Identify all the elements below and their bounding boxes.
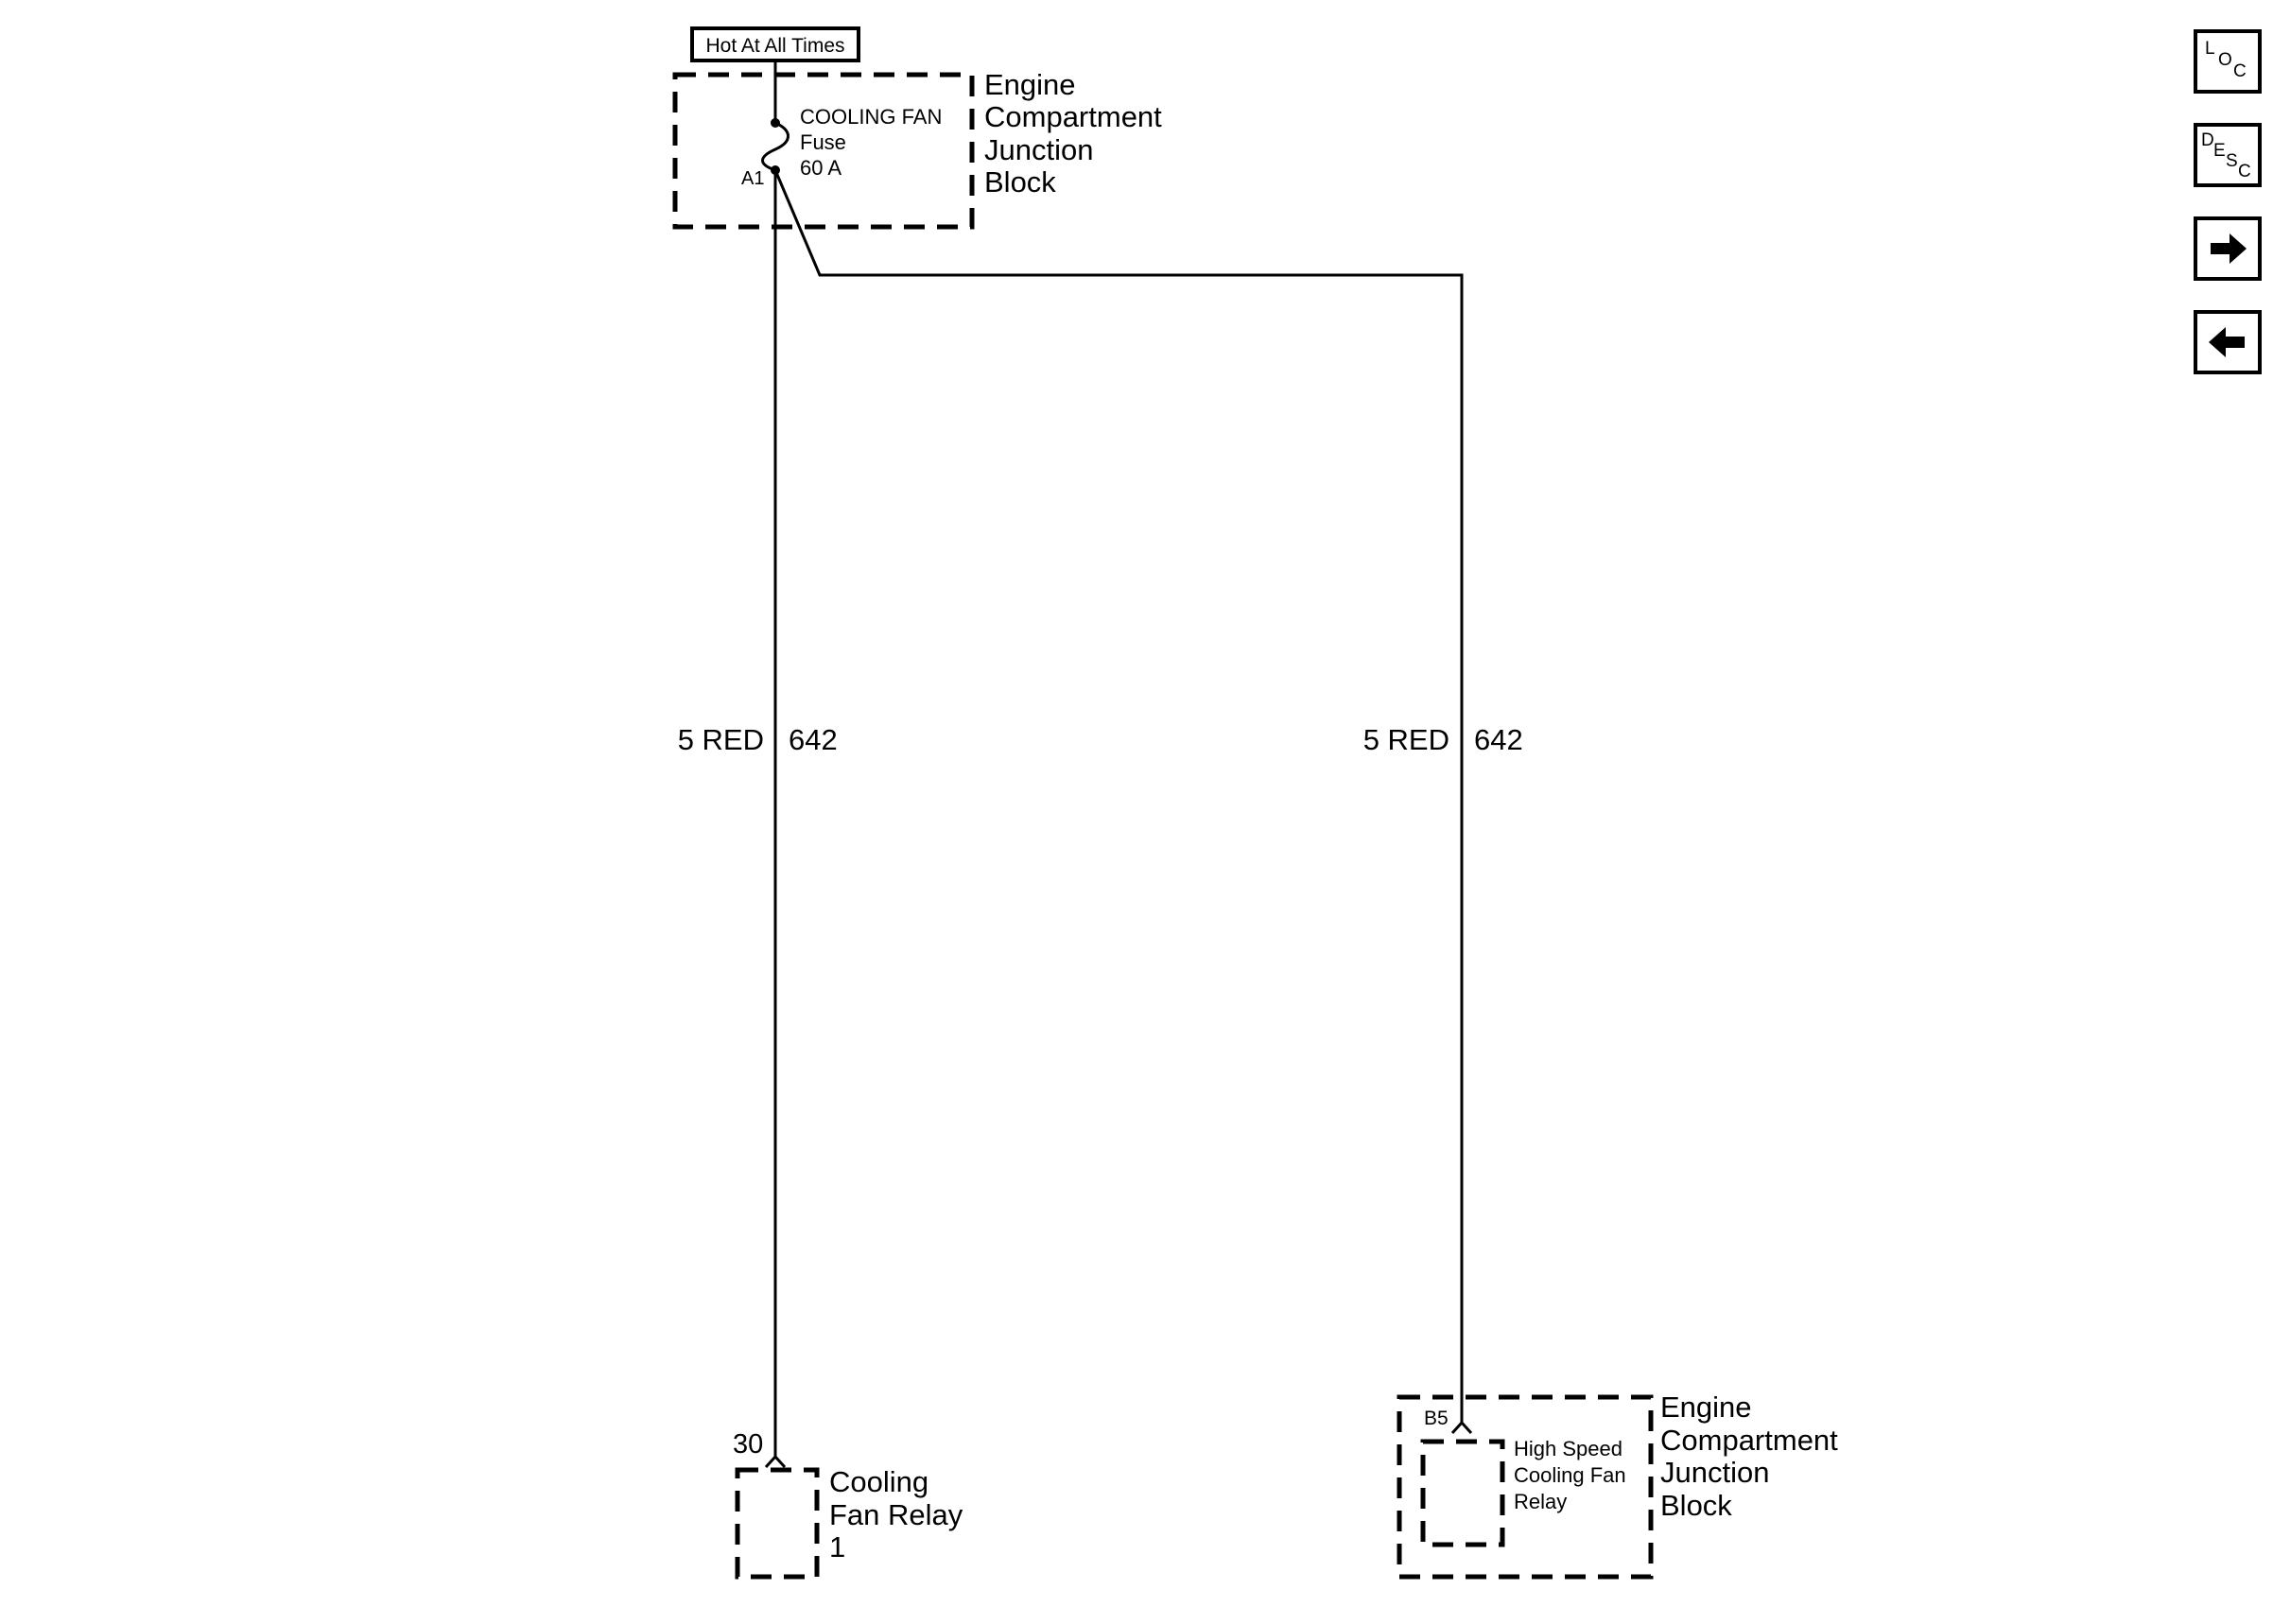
high-speed-relay-junction-block: B5 High Speed Cooling Fan Relay Engine C… — [1397, 1391, 1838, 1580]
circuit-left-number: 642 — [789, 723, 838, 756]
desc-letter-e: E — [2213, 141, 2226, 161]
hs-block-label-line-2: Compartment — [1660, 1424, 1838, 1457]
fuse-rating: 60 A — [800, 156, 842, 180]
desc-letter-d: D — [2201, 130, 2214, 150]
connector-pin-icon — [764, 1454, 787, 1469]
hs-block-label-line-4: Block — [1660, 1489, 1732, 1522]
fuse-word: Fuse — [800, 130, 846, 154]
hot-at-all-times-label: Hot At All Times — [690, 26, 860, 62]
hs-relay-inner-label-line-2: Cooling Fan — [1514, 1463, 1626, 1487]
fuse-name: COOLING FAN — [800, 105, 942, 129]
next-button[interactable] — [2194, 216, 2262, 281]
fuse-block-label-line-1: Engine — [984, 68, 1076, 101]
relay-1-label-line-3: 1 — [829, 1530, 845, 1564]
hs-junction-block-outline — [1397, 1394, 1654, 1580]
loc-letter-o: O — [2218, 50, 2232, 70]
relay-1-outline — [735, 1467, 820, 1580]
hs-relay-inner-label-line-3: Relay — [1514, 1490, 1567, 1513]
left-arrow-icon — [2209, 327, 2245, 357]
desc-button[interactable]: D E S C — [2194, 123, 2262, 187]
previous-button[interactable] — [2194, 310, 2262, 374]
circuit-label-left: 5 RED 642 — [678, 723, 838, 756]
fuse-junction-block: Engine Compartment Junction Block — [672, 68, 1162, 230]
desc-letter-s: S — [2226, 151, 2238, 171]
loc-button[interactable]: L O C — [2194, 29, 2262, 94]
hs-relay-inner-label-line-1: High Speed — [1514, 1437, 1622, 1460]
loc-letter-c: C — [2233, 61, 2247, 81]
fuse-block-label-line-4: Block — [984, 165, 1056, 199]
fuse-block-label-line-2: Compartment — [984, 100, 1162, 133]
hs-relay-outline — [1420, 1439, 1505, 1547]
circuit-label-right: 5 RED 642 — [1363, 723, 1523, 756]
cooling-fan-fuse: COOLING FAN Fuse 60 A A1 — [741, 60, 942, 189]
connector-pin-icon — [1450, 1420, 1473, 1435]
wire-642-to-high-speed-relay — [773, 169, 1464, 1423]
loc-letter-l: L — [2205, 39, 2215, 59]
circuit-left-gauge-color: 5 RED — [678, 723, 764, 756]
fuse-element-icon — [761, 121, 789, 172]
right-arrow-icon — [2211, 233, 2247, 264]
desc-letter-c: C — [2238, 162, 2251, 181]
circuit-right-number: 642 — [1474, 723, 1523, 756]
relay-1-label-line-2: Fan Relay — [829, 1498, 963, 1531]
fuse-block-outline — [672, 72, 975, 230]
hot-at-all-times-text: Hot At All Times — [705, 35, 844, 57]
hs-block-label-line-1: Engine — [1660, 1391, 1752, 1424]
circuit-right-gauge-color: 5 RED — [1363, 723, 1449, 756]
relay-1-pin-30: 30 — [733, 1429, 763, 1460]
fuse-terminal-a1: A1 — [741, 168, 764, 189]
hs-block-label-line-3: Junction — [1660, 1456, 1769, 1489]
cooling-fan-relay-1: 30 Cooling Fan Relay 1 — [733, 1429, 963, 1580]
hs-relay-pin-b5: B5 — [1424, 1408, 1449, 1429]
fuse-block-label-line-3: Junction — [984, 133, 1093, 166]
relay-1-label-line-1: Cooling — [829, 1465, 928, 1498]
